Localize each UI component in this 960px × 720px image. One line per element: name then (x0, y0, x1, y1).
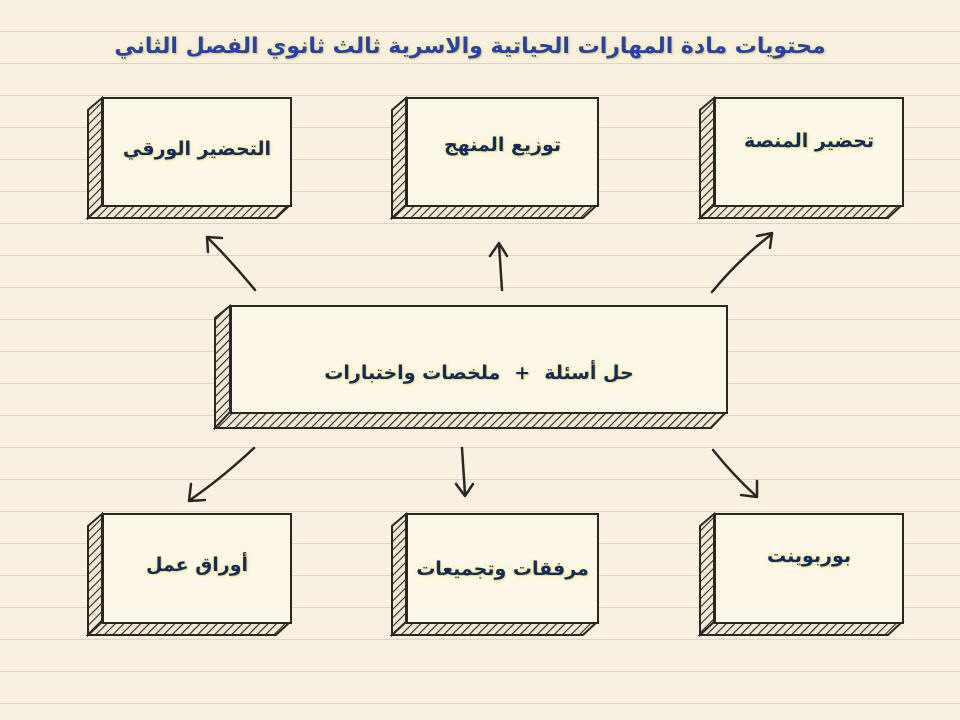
center-plus: + (514, 361, 531, 384)
box-attachments: مرفقات وتجميعات (406, 513, 599, 624)
arrow-to-platform-prep (710, 231, 774, 294)
center-right-text: ملخصات واختبارات (324, 361, 501, 384)
arrow-to-attachments (454, 446, 475, 498)
box-powerpoint-label: بوربوينت (766, 544, 852, 567)
arrow-to-worksheets (187, 446, 256, 503)
box-platform-prep: تحضير المنصة (714, 97, 904, 207)
box-worksheets: أوراق عمل (102, 513, 292, 624)
box-center: حل أسئلة + ملخصات واختبارات (230, 305, 728, 414)
box-attachments-label: مرفقات وتجميعات (416, 557, 589, 580)
box-paper-prep: التحضير الورقي (102, 97, 292, 207)
box-depth-center (212, 303, 729, 431)
box-platform-prep-label: تحضير المنصة (743, 130, 875, 152)
arrow-to-curriculum (488, 241, 509, 292)
center-left-text: حل أسئلة (544, 361, 634, 384)
arrow-to-powerpoint (711, 448, 759, 499)
box-depth-bottom-right (697, 511, 905, 638)
page-title: محتويات مادة المهارات الحياتية والاسرية … (114, 34, 826, 59)
box-worksheets-label: أوراق عمل (145, 553, 249, 576)
box-powerpoint: بوربوينت (714, 513, 904, 624)
box-paper-prep-label: التحضير الورقي (122, 138, 272, 160)
box-center-label: حل أسئلة + ملخصات واختبارات (324, 362, 633, 384)
box-curriculum-distribution: توزيع المنهج (406, 97, 599, 207)
arrow-to-paper-prep (205, 235, 257, 292)
box-curriculum-distribution-label: توزيع المنهج (443, 134, 562, 156)
